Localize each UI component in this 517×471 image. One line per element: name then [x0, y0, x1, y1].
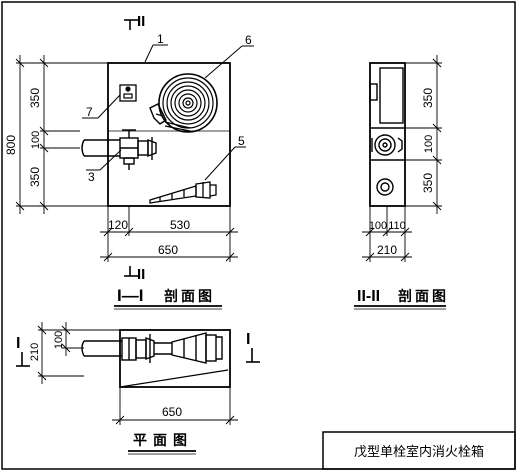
section-mark-i-left: [16, 352, 30, 367]
caption-sec2-text: 剖面图: [398, 288, 449, 305]
section-mark-ii-bottom-label: II: [137, 266, 145, 283]
side-width-b: 110: [388, 220, 406, 232]
callout-6: 6: [245, 33, 252, 47]
side-cabinet-outline: [369, 62, 406, 207]
plan-view: [81, 329, 231, 388]
plan-horizontal-dims: [112, 387, 238, 425]
front-view: [81, 62, 231, 207]
section-mark-i-left-label: I: [16, 335, 20, 352]
side-view: [369, 62, 406, 207]
branch-pipe-nozzle: [149, 181, 217, 204]
section-mark-ii-top: [124, 19, 138, 30]
callout-5: 5: [238, 134, 245, 148]
side-height-mid: 100: [423, 135, 435, 153]
plan-depth-total: 210: [29, 343, 41, 361]
fire-valve: [81, 129, 157, 170]
front-height-top: 350: [28, 88, 42, 108]
section-mark-i-right: [246, 348, 260, 363]
caption-sec2-roman: II-II: [357, 288, 380, 305]
side-horizontal-dims: [362, 206, 412, 262]
front-width-total: 650: [158, 243, 178, 257]
front-height-total: 800: [4, 135, 18, 155]
title-block-title: 戊型单栓室内消火栓箱: [354, 444, 484, 460]
caption-sec1-roman: I—I: [117, 286, 143, 305]
side-height-top: 350: [421, 88, 435, 108]
section-mark-i-right-label: I: [246, 331, 250, 348]
front-height-bottom: 350: [28, 167, 42, 187]
side-width-total: 210: [377, 243, 397, 257]
front-width-left: 120: [108, 218, 128, 232]
front-width-right: 530: [170, 218, 190, 232]
alarm-button: [119, 84, 137, 102]
front-vertical-dims: [15, 55, 108, 214]
caption-plan: 平面图: [133, 433, 193, 449]
section-mark-ii-bottom: [124, 266, 138, 277]
caption-sec1-text: 剖面图: [164, 288, 215, 305]
hose-reel: [158, 73, 218, 133]
callout-7: 7: [86, 105, 93, 119]
callout-1: 1: [157, 32, 164, 46]
front-horizontal-dims: [100, 206, 238, 262]
side-vertical-dims: [405, 55, 442, 214]
cabinet-outline: [107, 62, 231, 207]
side-width-a: 100: [369, 220, 387, 232]
plan-cabinet-outline: [119, 329, 231, 388]
front-height-mid: 100: [30, 131, 42, 149]
title-block: 戊型单栓室内消火栓箱: [322, 431, 516, 470]
plan-vertical-dims: [37, 322, 120, 384]
section-mark-ii-top-label: II: [137, 13, 145, 30]
callout-3: 3: [88, 170, 95, 184]
side-height-bottom: 350: [421, 173, 435, 193]
plan-width-total: 650: [162, 405, 182, 419]
plan-depth-pipe: 100: [53, 331, 65, 349]
